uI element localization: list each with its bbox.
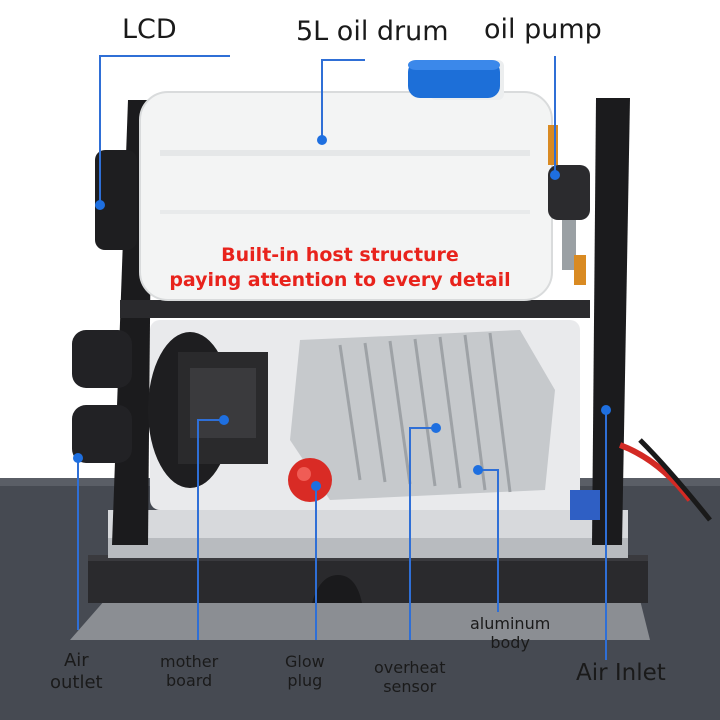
marker-dot-lcd xyxy=(95,200,105,210)
label-air-outlet: Air outlet xyxy=(50,650,103,693)
marker-dot-oil-drum xyxy=(317,135,327,145)
air-outlet-duct-lower xyxy=(72,405,132,463)
base-plate xyxy=(70,600,650,640)
label-overheat-sensor: overheat sensor xyxy=(374,658,446,697)
leader-overheat-sensor xyxy=(409,427,436,640)
base-bracket xyxy=(88,555,648,603)
marker-dot-mother-board xyxy=(219,415,229,425)
label-lcd: LCD xyxy=(122,14,177,45)
marker-dot-glow-plug xyxy=(311,481,321,491)
oil-pump xyxy=(548,165,590,220)
label-mother-board: mother board xyxy=(160,652,219,691)
label-oil-pump: oil pump xyxy=(484,14,602,45)
lcd-unit xyxy=(95,150,137,250)
leader-oil-drum xyxy=(321,59,365,140)
banner-line-2: paying attention to every detail xyxy=(169,268,511,291)
feature-banner: Built-in host structure paying attention… xyxy=(150,243,530,292)
banner-line-1: Built-in host structure xyxy=(221,244,459,266)
leader-lcd xyxy=(99,55,230,205)
marker-dot-overheat-sensor xyxy=(431,423,441,433)
marker-dot-air-outlet xyxy=(73,453,83,463)
label-oil-drum: 5L oil drum xyxy=(296,16,449,47)
frame-right xyxy=(592,98,630,545)
air-outlet-duct-upper xyxy=(72,330,132,388)
leader-aluminum-body xyxy=(478,469,499,612)
wiring xyxy=(618,442,693,502)
label-aluminum-body: aluminum body xyxy=(470,614,551,653)
leader-mother-board xyxy=(197,419,224,640)
marker-dot-aluminum-body xyxy=(473,465,483,475)
label-air-inlet: Air Inlet xyxy=(576,660,666,686)
marker-dot-air-inlet xyxy=(601,405,611,415)
marker-dot-oil-pump xyxy=(550,170,560,180)
glow-plug-cap xyxy=(288,458,332,502)
label-glow-plug: Glow plug xyxy=(285,652,325,691)
